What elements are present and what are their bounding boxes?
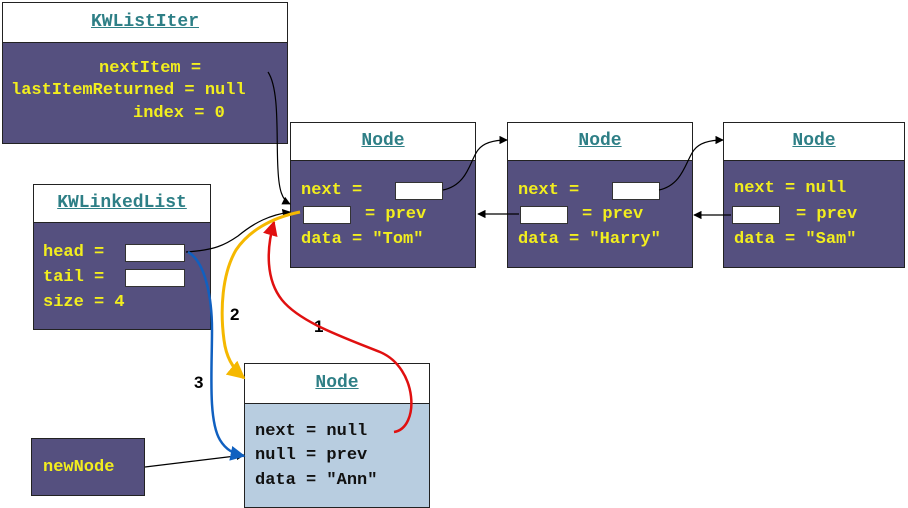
- node-harry-next-field: [612, 182, 660, 200]
- node-sam-data: data = "Sam": [734, 230, 857, 249]
- step-2-arrow: [220, 210, 301, 380]
- new-node-label: newNode: [43, 458, 115, 477]
- node-harry-title: Node: [508, 123, 692, 161]
- head-arrow: [185, 208, 291, 253]
- step-2-label: 2: [230, 305, 240, 324]
- harry-next-arrow: [658, 135, 724, 191]
- node-sam-box: Node next = null = prev data = "Sam": [723, 122, 905, 268]
- kwlinkedlist-box: KWLinkedList head = tail = size = 4: [33, 184, 211, 330]
- node-ann-data: data = "Ann": [255, 471, 378, 490]
- tail-field: [125, 269, 185, 287]
- node-harry-data: data = "Harry": [518, 230, 661, 249]
- node-tom-data: data = "Tom": [301, 230, 424, 249]
- node-tom-box: Node next = = prev data = "Tom": [290, 122, 476, 268]
- node-harry-prev: = prev: [582, 205, 644, 224]
- kwlistiter-box: KWListIter nextItem = lastItemReturned =…: [2, 2, 288, 144]
- kwlistiter-index: index = 0: [133, 104, 225, 123]
- node-ann-title: Node: [245, 364, 429, 404]
- node-tom-prev: = prev: [365, 205, 427, 224]
- kwlinkedlist-tail: tail =: [43, 268, 105, 287]
- node-sam-prev: = prev: [796, 205, 858, 224]
- step-3-label: 3: [194, 373, 204, 392]
- node-ann-box: Node next = null null = prev data = "Ann…: [244, 363, 430, 508]
- node-sam-title: Node: [724, 123, 904, 161]
- new-node-arrow: [144, 451, 245, 468]
- node-harry-next: next =: [518, 181, 580, 200]
- kwlinkedlist-title: KWLinkedList: [34, 185, 210, 223]
- kwlistiter-last-item-returned: lastItemReturned = null: [11, 81, 246, 100]
- tom-next-arrow: [442, 135, 508, 191]
- node-tom-prev-field: [303, 206, 351, 224]
- next-item-arrow: [267, 71, 291, 205]
- node-ann-next: next = null: [255, 422, 368, 441]
- new-node-box: newNode: [31, 438, 145, 496]
- kwlistiter-title: KWListIter: [3, 3, 287, 43]
- kwlistiter-next-item: nextItem =: [99, 59, 202, 78]
- node-sam-next: next = null: [734, 179, 847, 198]
- node-tom-title: Node: [291, 123, 475, 161]
- step-1-arrow: [263, 220, 413, 434]
- node-tom-next-field: [395, 182, 443, 200]
- node-harry-prev-field: [520, 206, 568, 224]
- node-tom-next: next =: [301, 181, 363, 200]
- step-3-arrow: [187, 250, 246, 461]
- kwlinkedlist-size: size = 4: [43, 293, 125, 312]
- node-harry-box: Node next = = prev data = "Harry": [507, 122, 693, 268]
- head-field: [125, 244, 185, 262]
- kwlinkedlist-head: head =: [43, 243, 105, 262]
- node-sam-prev-field: [732, 206, 780, 224]
- node-ann-prev: null = prev: [255, 446, 368, 465]
